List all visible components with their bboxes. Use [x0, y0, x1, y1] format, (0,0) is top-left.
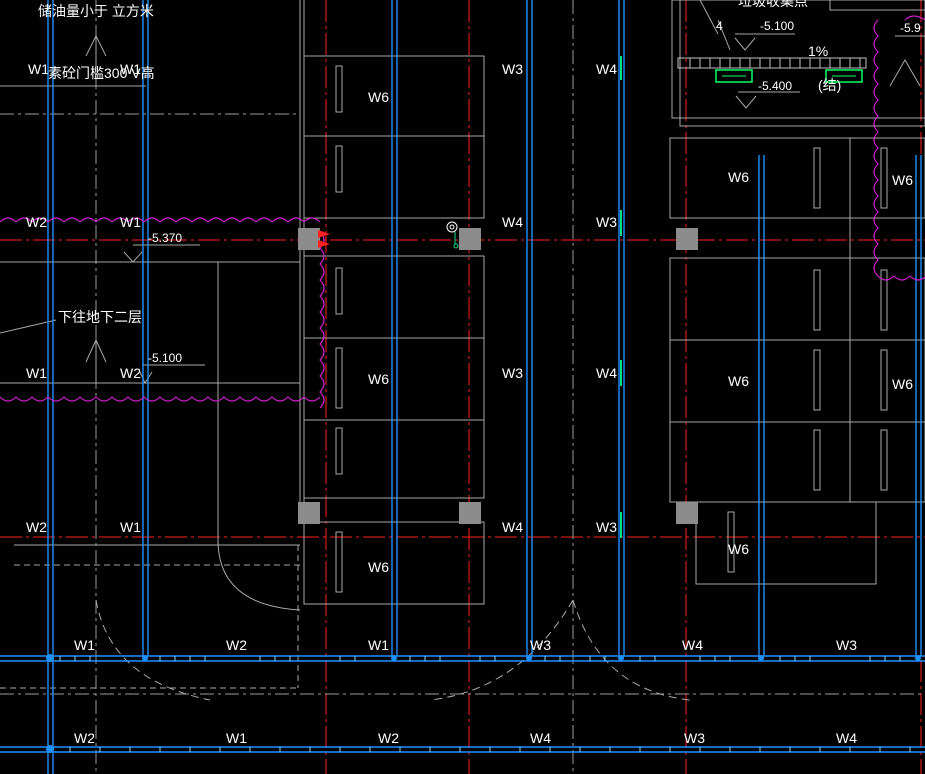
wall-label: W6: [368, 559, 389, 575]
elevation-label: -5.100: [760, 19, 794, 33]
wall-label: W4: [836, 730, 857, 746]
door-threshold-note: 素砼门槛300 V高: [48, 65, 155, 81]
wall-label: W2: [378, 730, 399, 746]
elevation-label: -5.370: [148, 231, 182, 245]
wall-label: W1: [120, 214, 141, 230]
wall-label: W4: [530, 730, 551, 746]
storage-capacity-note: 储油量小于 立方米: [38, 3, 154, 19]
wall-label: W1: [368, 637, 389, 653]
wall-label: W1: [226, 730, 247, 746]
wall-label: W6: [368, 371, 389, 387]
detail-mark: 4: [716, 19, 723, 33]
wall-label: W6: [728, 169, 749, 185]
wall-label: W4: [502, 519, 523, 535]
wall-outlines: [0, 0, 925, 701]
wall-label: W2: [120, 365, 141, 381]
wall-label: W1: [28, 61, 49, 77]
elevation-label: -5.400: [758, 79, 792, 93]
wall-label: W2: [74, 730, 95, 746]
wall-label: W6: [892, 376, 913, 392]
wall-label: W2: [226, 637, 247, 653]
wall-label: W6: [728, 373, 749, 389]
wall-label: W4: [682, 637, 703, 653]
wall-label: W6: [368, 89, 389, 105]
equipment: [677, 57, 867, 83]
wall-label: W3: [684, 730, 705, 746]
knot-note: (结): [818, 77, 841, 93]
wall-label: W2: [26, 214, 47, 230]
wall-label: W3: [530, 637, 551, 653]
columns: [298, 228, 698, 524]
wall-label: W1: [26, 365, 47, 381]
elevation-labels: -5.370 -5.100 -5.100 -5.400 -5.9: [148, 19, 921, 365]
wall-label: W3: [596, 214, 617, 230]
wall-label: W4: [596, 61, 617, 77]
wall-label: W4: [502, 214, 523, 230]
wall-label: W1: [74, 637, 95, 653]
wall-label: W3: [502, 365, 523, 381]
wall-label: W4: [596, 365, 617, 381]
drain-symbol: [446, 221, 459, 249]
text-notes: 储油量小于 立方米 素砼门槛300 V高 下往地下二层 1% (结) 垃圾收集点…: [38, 0, 841, 325]
wall-label: W1: [120, 61, 141, 77]
revision-clouds: [0, 15, 925, 409]
wall-label: W3: [596, 519, 617, 535]
wall-labels: W1 W1 W3 W4 W6 W2 W1 W4 W3 W6 W6 W1 W2 W…: [26, 61, 913, 746]
slope-note: 1%: [808, 43, 828, 59]
wall-label: W1: [120, 519, 141, 535]
wall-label: W3: [836, 637, 857, 653]
elevation-label: -5.100: [148, 351, 182, 365]
down-to-b2-note: 下往地下二层: [58, 309, 142, 325]
elevation-label: -5.9: [900, 21, 921, 35]
wall-label: W3: [502, 61, 523, 77]
top-room-label: 垃圾收集点: [738, 0, 808, 9]
red-markers: [318, 230, 330, 248]
wall-label: W6: [892, 172, 913, 188]
wall-label: W2: [26, 519, 47, 535]
wall-label: W6: [728, 541, 749, 557]
